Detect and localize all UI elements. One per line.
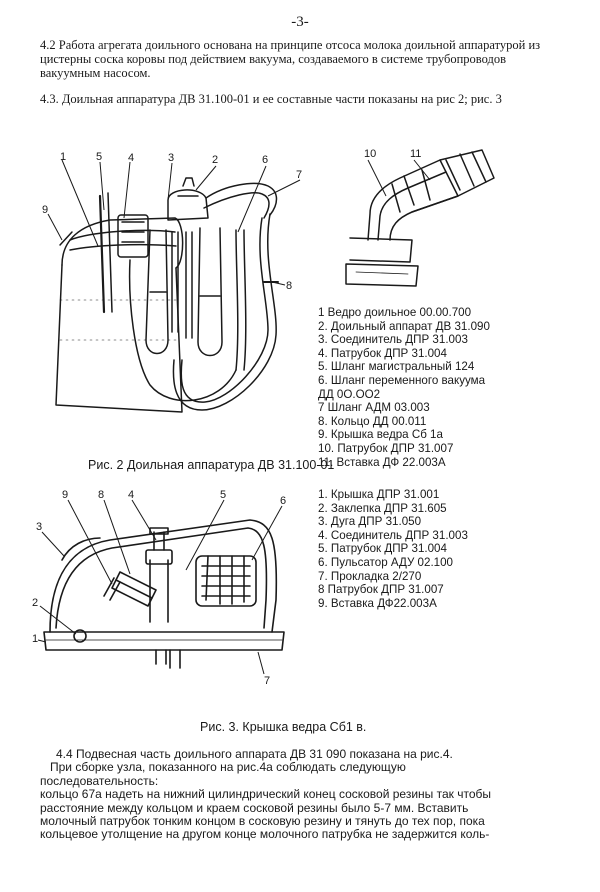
- text-line: расстояние между кольцом и краем сосково…: [40, 800, 469, 815]
- fig2-legend-item: 11. Вставка ДФ 22.003А: [318, 455, 446, 469]
- fig3-callout-9: 9: [62, 489, 68, 501]
- paragraph-4-2: 4.2 Работа агрегата доильного основана н…: [40, 38, 541, 80]
- fig2-callout-5: 5: [96, 151, 102, 163]
- fig3-legend-item: 7. Прокладка 2/270: [318, 569, 422, 583]
- text-line: молочный патрубок тонким концом в сосков…: [40, 814, 485, 829]
- fig2-caption: Рис. 2 Доильная аппаратура ДВ 31.100-01: [88, 458, 335, 472]
- fig2-callout-2: 2: [212, 154, 218, 166]
- fig2-legend-item: 3. Соединитель ДПР 31.003: [318, 333, 468, 347]
- text-line: При сборке узла, показанного на рис.4а с…: [40, 760, 406, 775]
- fig3-callout-7: 7: [264, 675, 270, 687]
- fig3-legend-item: 6. Пульсатор АДУ 02.100: [318, 555, 454, 569]
- claw-body: [167, 189, 209, 221]
- fig2-callout-3: 3: [168, 152, 174, 164]
- fig3-legend: 1. Крышка ДПР 31.001 2. Заклепка ДПР 31.…: [318, 488, 468, 610]
- page-number: -3-: [291, 14, 309, 30]
- fig2-callout-4: 4: [128, 152, 134, 164]
- fig3-callout-6: 6: [280, 495, 286, 507]
- fig3-legend-item: 4. Соединитель ДПР 31.003: [318, 528, 468, 542]
- fig3-callout-3: 3: [36, 521, 42, 533]
- fig2-legend-item: 4. Патрубок ДПР 31.004: [318, 346, 447, 360]
- lid-rim: [43, 631, 285, 651]
- fig2-callout-10: 10: [364, 148, 376, 160]
- bucket-outline: [55, 264, 183, 413]
- milk-hose-upper: [205, 182, 278, 216]
- text-line: кольцо 67а надеть на нижний цилиндрическ…: [40, 787, 492, 802]
- fig2-legend-item: 8. Кольцо ДД 00.011: [318, 414, 427, 428]
- lid-dome: [49, 519, 278, 633]
- fig3-legend-item: 1. Крышка ДПР 31.001: [318, 488, 440, 501]
- fig3-legend-item: 9. Вставка ДФ22.003А: [318, 596, 437, 610]
- fig2-callout-6: 6: [262, 154, 268, 166]
- connector-block: [117, 214, 149, 258]
- fig3-legend-item: 2. Заклепка ДПР 31.605: [318, 501, 447, 515]
- paragraph-4-4: 4.4 Подвесная часть доильного аппарата Д…: [40, 747, 570, 842]
- fig2-legend: 1 Ведро доильное 00.00.700 2. Доильный а…: [318, 306, 490, 469]
- fig3-callout-4: 4: [128, 489, 134, 501]
- bucket-lid-outline: [61, 217, 184, 269]
- fig3-caption: Рис. 3. Крышка ведра Сб1 в.: [200, 720, 367, 734]
- fig3-legend-item: 3. Дуга ДПР 31.050: [318, 515, 422, 529]
- text-line: последовательность:: [40, 773, 159, 788]
- fig3-callout-5: 5: [220, 489, 226, 501]
- fig2-callout-8: 8: [286, 280, 292, 292]
- pulsator: [195, 555, 257, 607]
- fig2-callout-1: 1: [60, 151, 66, 163]
- angled-pipe: [111, 571, 157, 607]
- fig2-legend-item: 9. Крышка ведра Сб 1а: [318, 428, 443, 442]
- fig2-callout-9: 9: [42, 204, 48, 216]
- milk-hose-loop: [180, 217, 269, 403]
- text-line: 4.4 Подвесная часть доильного аппарата Д…: [56, 747, 453, 761]
- fig2-legend-item: ДД 0О.ОО2: [318, 387, 381, 401]
- fig2-callout-11: 11: [410, 148, 421, 160]
- text-line: кольцевое утолщение на другом конце моло…: [40, 827, 490, 842]
- fig2-legend-item: 7 Шланг АДМ 03.003: [318, 401, 430, 415]
- teat-cup-2: [197, 227, 223, 357]
- fig2-legend-item: 5. Шланг магистральный 124: [318, 360, 475, 374]
- fig3-callout-2: 2: [32, 597, 38, 609]
- fig2-legend-item: 10. Патрубок ДПР 31.007: [318, 441, 454, 455]
- paragraph-4-3: 4.3. Доильная аппаратура ДВ 31.100-01 и …: [40, 92, 502, 106]
- fig3-callout-1: 1: [32, 633, 38, 645]
- fig2-callout-7: 7: [296, 169, 302, 181]
- fig2-legend-item: 6. Шланг переменного вакуума: [318, 373, 486, 387]
- fig3-legend-item: 8 Патрубок ДПР 31.007: [318, 583, 444, 597]
- fig3-legend-item: 5. Патрубок ДПР 31.004: [318, 542, 447, 556]
- fig2-legend-item: 2. Доильный аппарат ДВ 31.090: [318, 319, 490, 333]
- fig2-legend-item: 1 Ведро доильное 00.00.700: [318, 306, 472, 319]
- fig3-callout-8: 8: [98, 489, 104, 501]
